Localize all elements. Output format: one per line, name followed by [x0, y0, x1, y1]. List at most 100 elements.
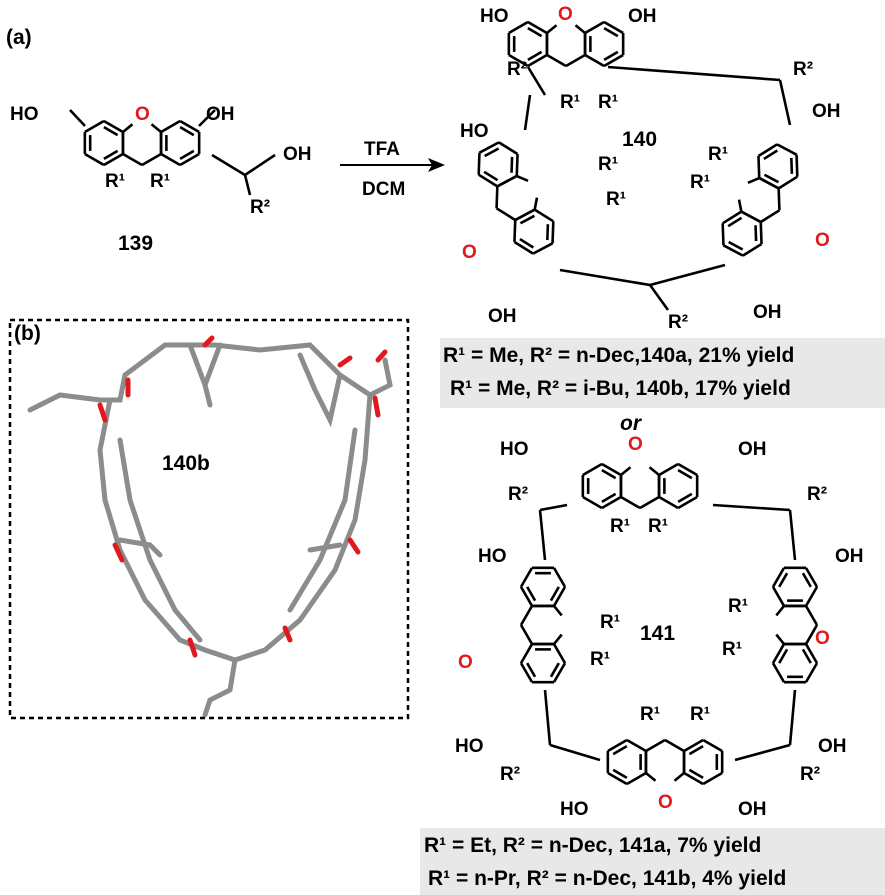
double-bond: [510, 156, 514, 173]
crystal-bond: [287, 427, 358, 613]
oxygen-atom: [202, 335, 215, 348]
bond: [515, 153, 519, 177]
double-bond: [546, 224, 550, 241]
crystal-bond: [27, 372, 128, 413]
atom-label: HO: [480, 6, 509, 27]
oxygen-atom: [282, 625, 293, 643]
bond: [601, 462, 622, 477]
atom-label: R²: [507, 59, 527, 80]
bond: [775, 605, 786, 617]
crystal-label-140b: 140b: [162, 452, 210, 475]
double-bond: [549, 662, 560, 678]
macrocycle-141: HO O OH R² R² R¹ R¹ HO OH R¹ R¹ 141 R¹ R…: [455, 434, 864, 820]
bond: [804, 624, 819, 645]
bond: [721, 223, 725, 246]
bond: [658, 495, 679, 510]
atom-label: R¹: [150, 171, 170, 192]
atom-label: R²: [250, 197, 270, 218]
double-bond: [549, 586, 560, 602]
bond: [664, 738, 685, 753]
atom-label: HO: [10, 104, 39, 125]
wavy-bond: [243, 174, 252, 196]
bond: [477, 152, 481, 175]
bond: [211, 153, 246, 177]
double-bond: [677, 469, 693, 480]
caption-141b: R¹ = n-Pr, R² = n-Dec, 141b, 4% yield: [428, 867, 786, 890]
bond: [712, 503, 791, 512]
bond: [526, 66, 547, 96]
crystal-bond: [337, 357, 393, 398]
bond: [495, 207, 516, 222]
bond: [508, 20, 529, 35]
bond: [582, 462, 603, 477]
bond: [804, 662, 819, 683]
xanthene-unit: [771, 566, 819, 684]
xanthene-unit: [519, 566, 567, 684]
bond: [648, 284, 670, 311]
bond: [603, 53, 624, 68]
double-bond: [790, 157, 794, 174]
bond: [513, 240, 534, 255]
xanthene-unit: [721, 143, 799, 257]
bond: [103, 119, 124, 134]
bond: [141, 152, 162, 167]
bond: [498, 141, 519, 156]
double-bond: [763, 149, 779, 161]
bond: [179, 119, 200, 134]
xanthene-unit: [83, 119, 201, 167]
atom-label: R²: [793, 59, 813, 80]
bond: [508, 53, 529, 68]
bond: [673, 771, 685, 782]
bond: [539, 503, 568, 512]
bond: [677, 462, 698, 477]
bond: [788, 689, 797, 746]
bond: [776, 143, 798, 156]
double-bond: [754, 225, 758, 242]
xanthene-unit: [477, 141, 555, 255]
bond: [527, 53, 548, 68]
double-bond: [677, 492, 693, 503]
atom-label: R¹: [105, 171, 125, 192]
bond: [514, 208, 536, 222]
double-bond: [526, 586, 537, 602]
atom-label: R¹: [690, 172, 710, 193]
oxygen-atom: [372, 395, 381, 418]
double-bond: [103, 149, 119, 160]
oxygen-atom: [97, 402, 108, 423]
bond: [683, 738, 704, 753]
bond: [496, 174, 518, 188]
bond: [804, 643, 819, 664]
bond: [69, 109, 86, 127]
double-bond: [519, 214, 536, 225]
atom-label: OH: [206, 104, 235, 125]
bond: [771, 586, 786, 607]
bond: [516, 174, 529, 183]
bond: [759, 221, 763, 245]
atom-label: R¹: [560, 92, 580, 113]
oxygen-atom: [375, 349, 388, 363]
reagent-label: TFA: [364, 139, 400, 160]
bond: [565, 53, 586, 68]
atom-label: R²: [500, 764, 520, 785]
bond: [788, 509, 797, 561]
bond: [103, 152, 124, 167]
oxygen-label: O: [458, 652, 473, 673]
bond: [747, 176, 760, 185]
caption-140-bg: [440, 338, 885, 408]
bond: [584, 53, 605, 68]
bond: [519, 567, 534, 588]
atom-label: R¹: [600, 612, 620, 633]
bond: [513, 219, 517, 243]
crystal-bond: [202, 382, 213, 408]
compound-number-140: 140: [622, 128, 657, 151]
bond: [607, 771, 628, 786]
or-label: or: [620, 412, 643, 435]
double-bond: [526, 662, 537, 678]
bond: [244, 153, 276, 177]
bond: [775, 633, 786, 645]
bond: [552, 567, 567, 588]
bond: [737, 199, 743, 212]
bond: [523, 94, 532, 131]
bond: [626, 738, 647, 753]
